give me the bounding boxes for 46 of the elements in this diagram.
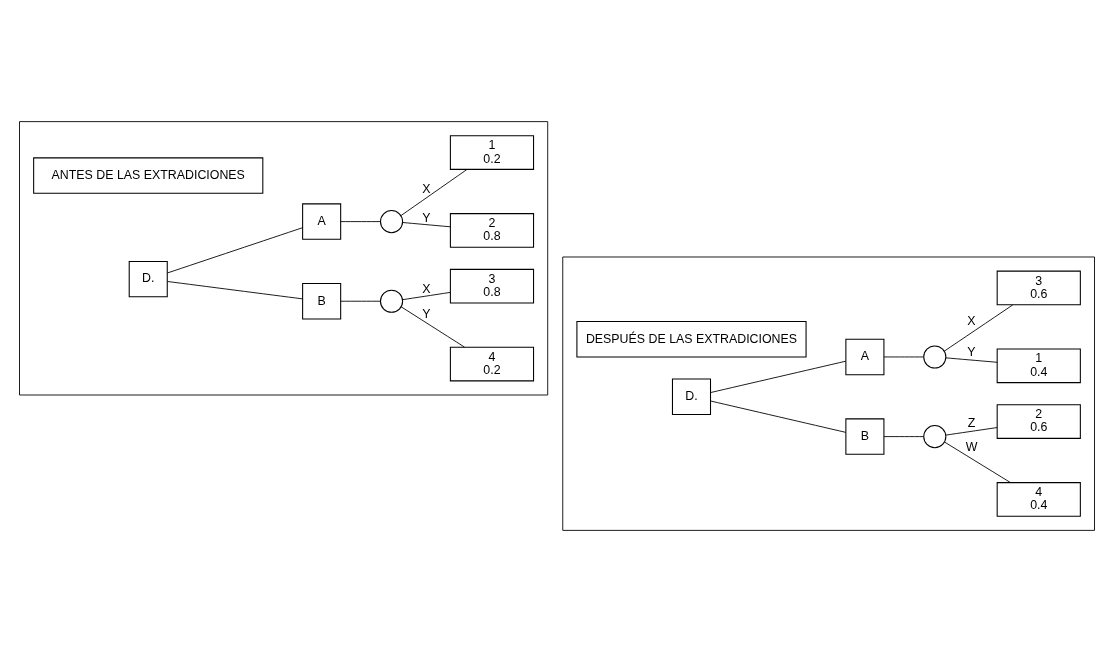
connector — [945, 426, 998, 436]
node-box: B — [302, 282, 342, 319]
node-box: 2 0.8 — [449, 212, 535, 248]
edge-label: W — [965, 439, 978, 454]
node-box: 3 0.8 — [449, 268, 535, 304]
connector — [710, 400, 847, 433]
node-box: ANTES DE LAS EXTRADICIONES — [33, 156, 264, 194]
edge-label: X — [967, 313, 976, 328]
edge-label: Y — [422, 210, 431, 225]
connector — [400, 305, 465, 348]
node-circle — [379, 289, 404, 313]
connector — [883, 435, 924, 437]
connector — [943, 304, 1014, 351]
edge-label: X — [422, 281, 431, 296]
connector — [945, 356, 998, 363]
node-box: 3 0.6 — [996, 270, 1081, 305]
connector — [167, 226, 303, 273]
connector — [402, 291, 451, 300]
node-box: 1 0.4 — [996, 347, 1081, 383]
node-box: A — [302, 202, 342, 240]
edge-label: Z — [967, 415, 976, 430]
node-box: A — [845, 338, 885, 375]
node-box: DESPUÉS DE LAS EXTRADICIONES — [576, 320, 807, 357]
node-box: D. — [671, 378, 712, 415]
edge-label: X — [422, 181, 431, 196]
edge-label: Y — [422, 306, 431, 321]
connector — [167, 280, 303, 299]
node-box: 4 0.2 — [449, 346, 535, 381]
node-circle — [923, 344, 947, 369]
node-box: 1 0.2 — [449, 134, 535, 170]
node-box: 4 0.4 — [996, 481, 1081, 517]
node-circle — [379, 209, 404, 233]
node-box: B — [845, 417, 885, 455]
edge-label: Y — [967, 344, 976, 359]
connector — [400, 168, 468, 216]
cluster — [19, 120, 549, 395]
connector — [944, 441, 1011, 483]
node-box: D. — [128, 260, 168, 297]
connector — [340, 300, 381, 302]
node-box: 2 0.6 — [996, 403, 1081, 439]
connector — [883, 356, 924, 357]
connector — [402, 221, 451, 227]
connector — [710, 360, 847, 393]
node-circle — [923, 424, 947, 448]
cluster — [562, 256, 1095, 531]
connector — [340, 220, 381, 222]
